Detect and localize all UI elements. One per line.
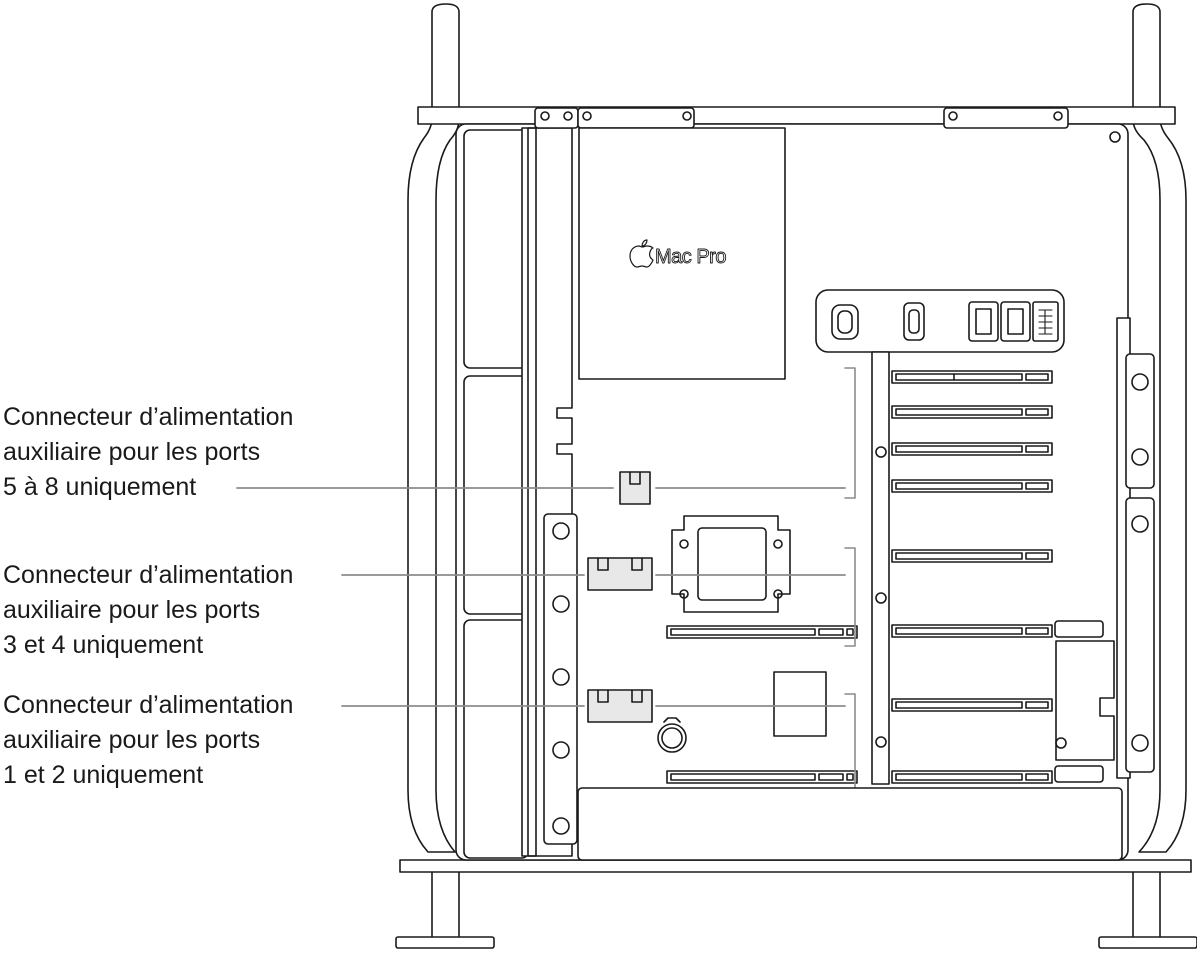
- small-header-top: [1054, 620, 1104, 638]
- callout-line: 1 et 2 uniquement: [3, 761, 204, 789]
- callout-ports-1-2: Connecteur d’alimentation auxiliaire pou…: [3, 688, 293, 793]
- pcie-slot-7: [891, 405, 1053, 419]
- pcie-group-bracket-3-4: [844, 547, 856, 647]
- io-thunderbolt-port-icon: [903, 302, 925, 341]
- io-power-button-icon: [831, 304, 859, 340]
- pcie-slot-4: [891, 549, 1053, 563]
- io-card: [815, 289, 1065, 353]
- chassis-screw: [1109, 131, 1121, 143]
- pcie-slot-2: [891, 698, 1053, 712]
- support-inner-strip: [527, 127, 537, 857]
- io-usb-port-b-icon: [1000, 301, 1031, 342]
- pcie-slot-6: [891, 442, 1053, 456]
- callout-line: 3 et 4 uniquement: [3, 631, 204, 659]
- coin-battery: [657, 717, 687, 753]
- callout-line: auxiliaire pour les ports: [3, 726, 261, 754]
- apple-logo-icon: [629, 239, 654, 268]
- cpu-socket: [671, 515, 791, 613]
- callout-line: Connecteur d’alimentation: [3, 403, 294, 431]
- left-foot: [395, 936, 495, 949]
- pcie-group-bracket-5-8: [844, 367, 856, 499]
- callout-line: auxiliaire pour les ports: [3, 596, 261, 624]
- callout-line: 5 à 8 uniquement: [3, 473, 197, 501]
- leader-lines: [236, 487, 846, 707]
- pcie-slot-1: [891, 770, 1053, 784]
- pcie-bracket-strip: [871, 351, 890, 785]
- right-board-component: [1055, 640, 1115, 761]
- aux-power-connector-1-2: [587, 689, 653, 723]
- pcie-slot-group: [891, 370, 1053, 784]
- aux-power-connector-3-4: [587, 557, 653, 591]
- power-supply-unit: [577, 787, 1123, 861]
- mac-pro-label-panel: [578, 127, 786, 380]
- left-frame-tube: [407, 3, 460, 941]
- callout-line: Connecteur d’alimentation: [3, 691, 294, 719]
- callout-ports-3-4: Connecteur d’alimentation auxiliaire pou…: [3, 558, 293, 663]
- top-bracket-middle: [577, 107, 695, 129]
- top-bracket-left: [534, 107, 579, 129]
- pcie-slot-8: [891, 370, 1053, 384]
- mac-pro-logo-text: Mac Pro: [655, 246, 726, 268]
- callout-ports-5-8: Connecteur d’alimentation auxiliaire pou…: [3, 400, 293, 505]
- left-mounting-plate: [543, 513, 578, 845]
- io-header-icon: [1032, 301, 1059, 342]
- mid-board-slot-upper: [666, 625, 858, 639]
- right-foot: [1098, 936, 1197, 949]
- small-header-bottom: [1054, 765, 1104, 783]
- top-bracket-right: [943, 107, 1069, 129]
- callout-line: Connecteur d’alimentation: [3, 561, 294, 589]
- mid-board-slot-lower: [666, 770, 858, 784]
- io-usb-port-a-icon: [968, 301, 999, 342]
- aux-power-connector-5-8: [619, 471, 651, 505]
- pcie-slot-5: [891, 479, 1053, 493]
- callout-line: auxiliaire pour les ports: [3, 438, 261, 466]
- right-latch-bottom: [1125, 497, 1155, 773]
- right-frame-tube: [1132, 3, 1187, 941]
- chip-square: [773, 671, 827, 737]
- bottom-rail: [399, 859, 1192, 873]
- pcie-slot-3: [891, 624, 1053, 638]
